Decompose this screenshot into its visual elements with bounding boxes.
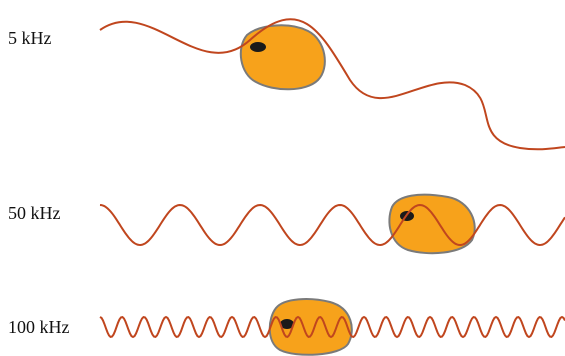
- frequency-label-5khz: 5 kHz: [8, 28, 52, 48]
- waveform-50khz: [100, 205, 565, 245]
- row-5khz: 5 kHz: [8, 19, 565, 149]
- row-50khz: 50 kHz: [8, 195, 565, 254]
- frequency-label-100khz: 100 kHz: [8, 317, 70, 337]
- cell-body: [241, 25, 325, 89]
- waveform-5khz: [100, 19, 565, 149]
- cell-nucleus: [250, 42, 266, 52]
- row-100khz: 100 kHz: [8, 299, 565, 355]
- frequency-label-50khz: 50 kHz: [8, 203, 61, 223]
